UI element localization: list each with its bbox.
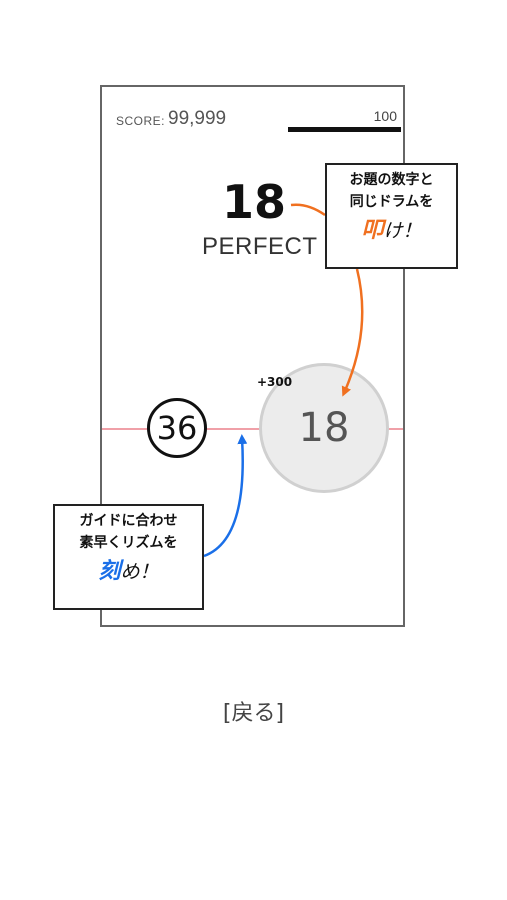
callout-hit-line1: お題の数字と	[349, 172, 434, 188]
callout-rhythm-tail: め！	[120, 561, 159, 584]
rhythm-guide-line	[102, 428, 403, 430]
drum-current[interactable]: 18	[259, 363, 389, 493]
drum-next-number: 36	[156, 409, 198, 447]
callout-rhythm-line2: 素早くリズムを	[79, 534, 178, 551]
arrow-to-target-number	[290, 203, 326, 217]
combo-count: 100	[373, 108, 397, 124]
drum-next[interactable]: 36	[147, 398, 207, 458]
score-label: SCORE:	[116, 114, 166, 128]
back-button[interactable]: [戻る]	[222, 701, 285, 726]
callout-hit-line2: 同じドラムを	[349, 193, 434, 210]
callout-hit-highlight: 叩	[361, 217, 384, 244]
callout-rhythm-highlight: 刻	[98, 558, 121, 585]
drum-current-number: 18	[298, 405, 350, 451]
plus-score-popup: +300	[257, 375, 293, 389]
callout-hit-tail: け！	[383, 220, 422, 243]
judgement-text: PERFECT	[202, 233, 318, 260]
score-value: 99,999	[168, 108, 227, 129]
callout-hit-drum: お題の数字と 同じドラムを 叩け！	[325, 163, 458, 269]
callout-rhythm-line1: ガイドに合わせ	[79, 513, 178, 529]
target-number: 18	[222, 175, 287, 229]
combo-progress-fill	[288, 127, 401, 132]
arrow-to-guide	[203, 434, 248, 558]
callout-rhythm: ガイドに合わせ 素早くリズムを 刻め！	[53, 504, 204, 610]
combo-progress-bar	[288, 127, 401, 132]
arrow-to-drum	[341, 268, 364, 397]
